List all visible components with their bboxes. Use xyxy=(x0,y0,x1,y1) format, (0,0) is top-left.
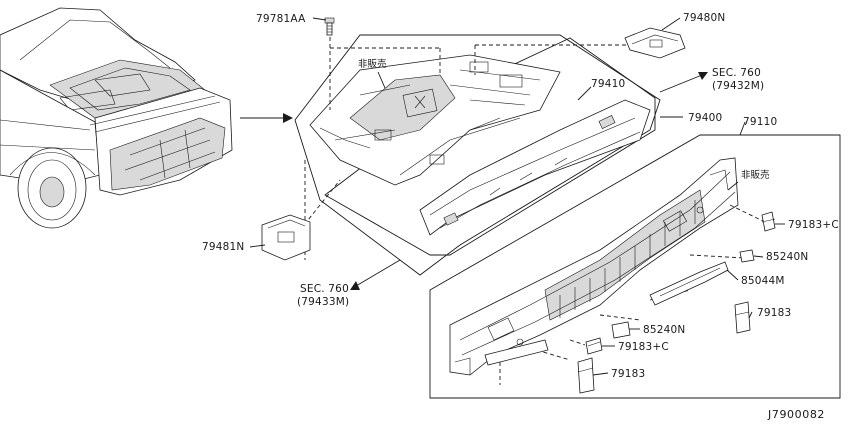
drawing-code: J7900082 xyxy=(767,408,825,421)
label-not-for-sale-2: 非販売 xyxy=(741,169,770,181)
label-brace-right-2: 85240N xyxy=(766,251,808,263)
rear-panel xyxy=(449,157,739,376)
car-illustration xyxy=(0,7,233,229)
floor-panel xyxy=(309,54,561,186)
label-not-for-sale-1: 非販売 xyxy=(358,58,387,70)
label-reinforcement: 85044M xyxy=(741,275,785,287)
bracket-top-part xyxy=(624,27,686,59)
label-leaders xyxy=(249,17,785,376)
bolt-part xyxy=(324,17,335,36)
label-sec-upper: SEC. 760 xyxy=(712,67,761,79)
assembly-arrow xyxy=(240,113,293,123)
bracket-left-part xyxy=(261,214,311,261)
label-bolt: 79781AA xyxy=(256,13,306,25)
rear-brackets xyxy=(484,211,776,394)
label-rear-panel-assy: 79110 xyxy=(743,116,777,128)
label-brace-right-3: 79183 xyxy=(757,307,791,319)
upper-panel xyxy=(419,99,651,236)
label-brace-low-1: 85240N xyxy=(643,324,685,336)
label-brace-low-2: 79183+C xyxy=(618,341,669,353)
label-sec-upper-code: (79432M) xyxy=(712,80,764,92)
label-bracket-left: 79481N xyxy=(202,241,244,253)
label-bracket-top: 79480N xyxy=(683,12,725,24)
label-sec-lower-code: (79433M) xyxy=(297,296,349,308)
sec-arrows xyxy=(350,72,708,290)
label-sec-lower: SEC. 760 xyxy=(300,283,349,295)
label-brace-low-3: 79183 xyxy=(611,368,645,380)
floor-panel-box xyxy=(294,34,661,276)
label-upper-panel: 79410 xyxy=(591,78,625,90)
label-floor-panel-assy: 79400 xyxy=(688,112,722,124)
dashed-leaders-rear xyxy=(499,204,766,385)
rear-panel-box xyxy=(429,134,841,399)
label-brace-right-1: 79183+C xyxy=(788,219,839,231)
